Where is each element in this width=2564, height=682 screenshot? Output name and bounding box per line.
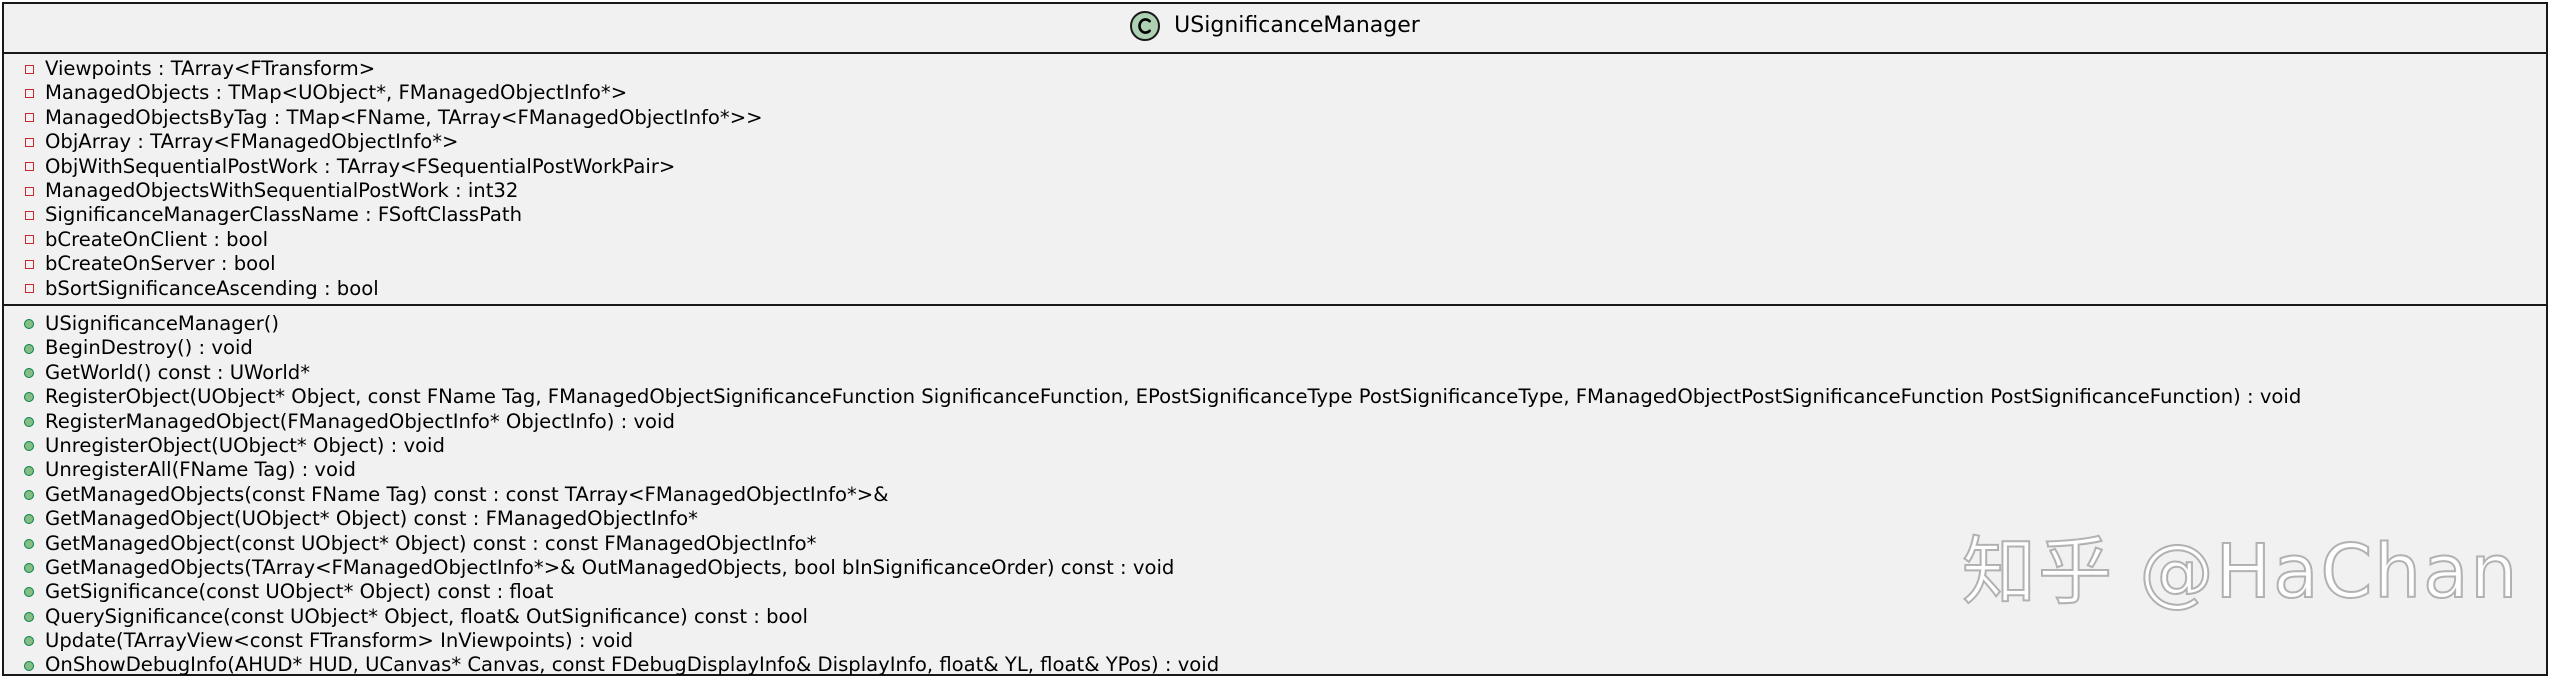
- methods-compartment: USignificanceManager()BeginDestroy() : v…: [22, 312, 2546, 678]
- private-visibility-icon: [22, 184, 36, 198]
- field-row-text: bCreateOnServer : bool: [45, 252, 276, 276]
- method-row-text: GetWorld() const : UWorld*: [45, 360, 311, 384]
- method-row: GetSignificance(const UObject* Object) c…: [22, 580, 2546, 604]
- field-row: ObjWithSequentialPostWork : TArray<FSequ…: [22, 155, 2546, 179]
- method-row: GetWorld() const : UWorld*: [22, 361, 2546, 385]
- field-row: bCreateOnServer : bool: [22, 252, 2546, 276]
- method-row-text: UnregisterAll(FName Tag) : void: [45, 458, 356, 482]
- public-visibility-icon: [22, 488, 36, 502]
- public-visibility-icon: [22, 634, 36, 648]
- field-row-text: ManagedObjects : TMap<UObject*, FManaged…: [45, 81, 628, 105]
- public-visibility-icon: [22, 317, 36, 331]
- field-row: Viewpoints : TArray<FTransform>: [22, 57, 2546, 81]
- public-visibility-icon: [22, 464, 36, 478]
- fields-methods-divider: [4, 304, 2546, 306]
- private-visibility-icon: [22, 282, 36, 296]
- field-row: SignificanceManagerClassName : FSoftClas…: [22, 203, 2546, 227]
- field-row-text: SignificanceManagerClassName : FSoftClas…: [45, 203, 523, 227]
- public-visibility-icon: [22, 366, 36, 380]
- method-row-text: OnShowDebugInfo(AHUD* HUD, UCanvas* Canv…: [45, 653, 1220, 677]
- method-row-text: GetManagedObject(UObject* Object) const …: [45, 507, 698, 531]
- method-row: OnShowDebugInfo(AHUD* HUD, UCanvas* Canv…: [22, 653, 2546, 677]
- field-row: ManagedObjectsByTag : TMap<FName, TArray…: [22, 106, 2546, 130]
- private-visibility-icon: [22, 135, 36, 149]
- fields-compartment: Viewpoints : TArray<FTransform>ManagedOb…: [22, 57, 2546, 301]
- public-visibility-icon: [22, 415, 36, 429]
- method-row-text: GetManagedObject(const UObject* Object) …: [45, 531, 817, 555]
- method-row-text: QuerySignificance(const UObject* Object,…: [45, 604, 808, 628]
- private-visibility-icon: [22, 257, 36, 271]
- method-row: GetManagedObject(UObject* Object) const …: [22, 507, 2546, 531]
- private-visibility-icon: [22, 209, 36, 223]
- method-row-text: Update(TArrayView<const FTransform> InVi…: [45, 629, 634, 653]
- field-row-text: bCreateOnClient : bool: [45, 227, 269, 251]
- method-row-text: RegisterManagedObject(FManagedObjectInfo…: [45, 409, 675, 433]
- public-visibility-icon: [22, 390, 36, 404]
- method-row: RegisterObject(UObject* Object, const FN…: [22, 385, 2546, 409]
- field-row: ManagedObjects : TMap<UObject*, FManaged…: [22, 81, 2546, 105]
- method-row-text: GetSignificance(const UObject* Object) c…: [45, 580, 554, 604]
- public-visibility-icon: [22, 342, 36, 356]
- header-divider: [4, 52, 2546, 54]
- method-row: RegisterManagedObject(FManagedObjectInfo…: [22, 410, 2546, 434]
- method-row-text: USignificanceManager(): [45, 312, 280, 335]
- private-visibility-icon: [22, 87, 36, 101]
- public-visibility-icon: [22, 659, 36, 673]
- field-row-text: Viewpoints : TArray<FTransform>: [45, 57, 376, 80]
- field-row: ManagedObjectsWithSequentialPostWork : i…: [22, 179, 2546, 203]
- field-row-text: ObjWithSequentialPostWork : TArray<FSequ…: [45, 154, 676, 178]
- method-row: QuerySignificance(const UObject* Object,…: [22, 605, 2546, 629]
- watermark: 知乎 @HaChan: [1961, 528, 2520, 616]
- method-row: UnregisterAll(FName Tag) : void: [22, 458, 2546, 482]
- method-row: BeginDestroy() : void: [22, 336, 2546, 360]
- method-row-text: GetManagedObjects(TArray<FManagedObjectI…: [45, 555, 1175, 579]
- method-row: GetManagedObjects(const FName Tag) const…: [22, 483, 2546, 507]
- field-row-text: ObjArray : TArray<FManagedObjectInfo*>: [45, 130, 459, 154]
- private-visibility-icon: [22, 111, 36, 125]
- private-visibility-icon: [22, 233, 36, 247]
- public-visibility-icon: [22, 512, 36, 526]
- class-circle-icon: [1130, 11, 1161, 41]
- method-row-text: UnregisterObject(UObject* Object) : void: [45, 433, 445, 457]
- method-row: Update(TArrayView<const FTransform> InVi…: [22, 629, 2546, 653]
- private-visibility-icon: [22, 160, 36, 174]
- public-visibility-icon: [22, 561, 36, 575]
- private-visibility-icon: [22, 62, 36, 76]
- method-row: GetManagedObjects(TArray<FManagedObjectI…: [22, 556, 2546, 580]
- public-visibility-icon: [22, 610, 36, 624]
- method-row: GetManagedObject(const UObject* Object) …: [22, 532, 2546, 556]
- class-name: USignificanceManager: [1174, 13, 1420, 38]
- field-row-text: ManagedObjectsByTag : TMap<FName, TArray…: [45, 105, 763, 129]
- public-visibility-icon: [22, 537, 36, 551]
- field-row-text: bSortSignificanceAscending : bool: [45, 276, 379, 300]
- class-header: USignificanceManager: [4, 4, 2546, 48]
- field-row-text: ManagedObjectsWithSequentialPostWork : i…: [45, 178, 519, 202]
- field-row: ObjArray : TArray<FManagedObjectInfo*>: [22, 130, 2546, 154]
- method-row: UnregisterObject(UObject* Object) : void: [22, 434, 2546, 458]
- method-row: USignificanceManager(): [22, 312, 2546, 336]
- field-row: bCreateOnClient : bool: [22, 228, 2546, 252]
- method-row-text: BeginDestroy() : void: [45, 336, 253, 360]
- method-row-text: RegisterObject(UObject* Object, const FN…: [45, 385, 2302, 409]
- public-visibility-icon: [22, 439, 36, 453]
- field-row: bSortSignificanceAscending : bool: [22, 277, 2546, 301]
- method-row-text: GetManagedObjects(const FName Tag) const…: [45, 482, 889, 506]
- public-visibility-icon: [22, 585, 36, 599]
